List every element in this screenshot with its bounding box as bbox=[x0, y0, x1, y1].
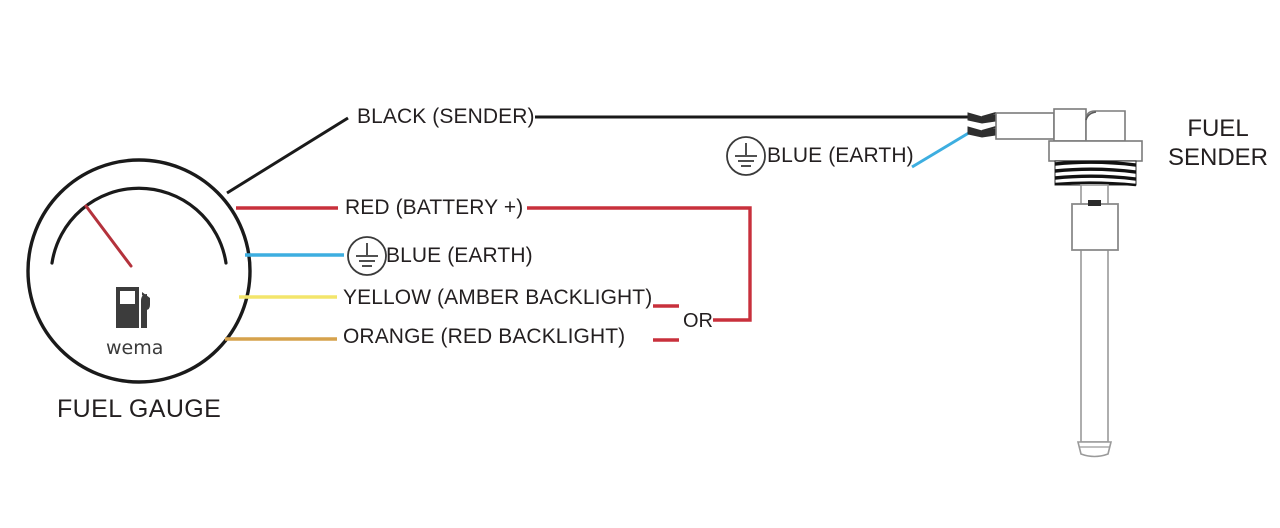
sender-head-housing bbox=[1085, 110, 1126, 142]
sender-threaded-section bbox=[1054, 160, 1137, 187]
wire-label-red-battery: RED (BATTERY +) bbox=[345, 196, 524, 219]
fuel-gauge-graphic bbox=[26, 158, 252, 384]
sender-end-cap bbox=[1076, 441, 1113, 458]
wire-label-blue-earth-gauge: BLUE (EARTH) bbox=[386, 244, 533, 267]
gauge-scale-arc bbox=[50, 186, 228, 265]
fuel-sender-graphic bbox=[967, 108, 1143, 458]
sender-terminal-lower bbox=[967, 126, 997, 138]
sender-flange-plate bbox=[1048, 140, 1143, 162]
wire-black-sender bbox=[226, 115, 968, 195]
wire-label-blue-earth-sender: BLUE (EARTH) bbox=[767, 144, 914, 167]
fuel-pump-icon bbox=[116, 287, 150, 328]
gauge-needle bbox=[84, 204, 133, 268]
wire-label-orange-red-backlight: ORANGE (RED BACKLIGHT) bbox=[343, 325, 626, 348]
or-junction-label: OR bbox=[683, 310, 713, 332]
wire-label-black-sender: BLACK (SENDER) bbox=[357, 105, 535, 128]
gauge-brand-label: wema bbox=[106, 337, 164, 359]
wire-blue-sender-lead bbox=[911, 129, 973, 169]
wire-blue-earth-sender bbox=[726, 129, 973, 176]
sender-terminal-upper bbox=[967, 112, 997, 124]
wire-red-run-to-or bbox=[527, 206, 752, 322]
wire-blue-earth-gauge bbox=[245, 236, 387, 276]
gauge-bezel-outer bbox=[26, 158, 252, 384]
sender-connector-barrel bbox=[995, 112, 1055, 140]
wire-label-yellow-amber-backlight: YELLOW (AMBER BACKLIGHT) bbox=[343, 286, 653, 309]
earth-symbol-sender bbox=[726, 136, 766, 176]
earth-symbol-gauge bbox=[347, 236, 387, 276]
fuel-gauge-title: FUEL GAUGE bbox=[57, 395, 222, 423]
wire-red-battery bbox=[236, 206, 752, 322]
sender-head-chamfer bbox=[1085, 111, 1097, 121]
wire-black-diagonal bbox=[226, 116, 349, 195]
wire-yellow-backlight bbox=[239, 295, 679, 308]
sender-float bbox=[1071, 200, 1119, 251]
fuel-sender-title-line1: FUEL bbox=[1187, 115, 1249, 142]
fuel-sender-title-line2: SENDER bbox=[1167, 144, 1269, 171]
sender-connector-collar bbox=[1053, 108, 1087, 142]
wire-orange-backlight bbox=[225, 337, 679, 342]
